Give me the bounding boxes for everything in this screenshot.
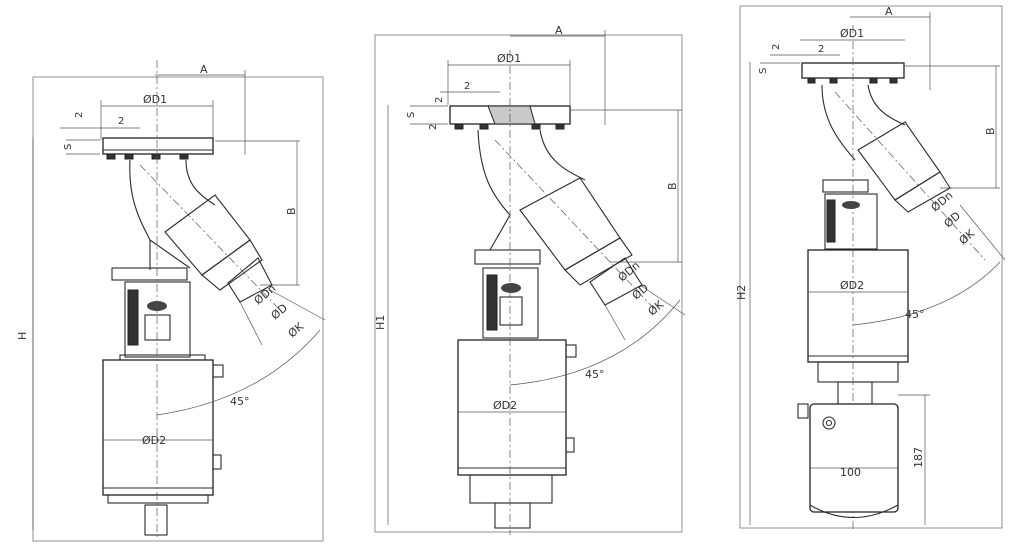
actuator-cylinder: [807, 249, 909, 363]
dim-d1-label: ØD1: [497, 52, 521, 65]
bottom-fitting: [144, 504, 168, 536]
dim-2-vertical-label: 2: [74, 112, 85, 118]
dim-100-label: 100: [840, 466, 861, 479]
dim-d2-label: ØD2: [840, 279, 864, 292]
dim-2-vertical-label: 2: [771, 44, 782, 50]
dim-187-label: 187: [912, 447, 925, 468]
dim-a-label: A: [885, 5, 893, 18]
dim-s-label: S: [758, 68, 769, 74]
dim-2-vertical-label: 2: [434, 97, 445, 103]
dim-d-label: ØD: [630, 281, 651, 302]
dim-d1-label: ØD1: [840, 27, 864, 40]
dim-d-label: ØD: [269, 301, 290, 322]
dim-h1-label: H1: [374, 315, 387, 330]
dim-b-label: B: [285, 207, 298, 215]
valve-body: [129, 159, 151, 270]
angled-outlet: [857, 121, 941, 201]
dim-d2-label: ØD2: [493, 399, 517, 412]
dim-s-label: S: [63, 144, 74, 150]
dim-s-label: S: [406, 112, 417, 118]
dim-a-label: A: [555, 24, 563, 37]
dim-2-label: 2: [118, 116, 124, 127]
dim-dn-label: ØDn: [929, 189, 956, 214]
dim-k-label: ØK: [286, 320, 307, 341]
valve-body: [477, 129, 511, 251]
view-3-frame: [739, 5, 1003, 529]
dim-b-label: B: [666, 182, 679, 190]
flange-section: [487, 105, 536, 125]
yoke-top: [474, 249, 541, 265]
yoke-top: [111, 267, 188, 281]
dim-d-label: ØD: [942, 209, 963, 230]
dim-2-label: 2: [464, 81, 470, 92]
dim-dn-label: ØDn: [252, 282, 279, 307]
dim-d2-label: ØD2: [142, 434, 166, 447]
valve-view-1: H A ØD1 2 2 S B: [16, 60, 326, 542]
angle-label: 45°: [585, 368, 605, 381]
yoke-top: [822, 179, 869, 193]
valve-body: [821, 84, 856, 161]
valve-view-3: H2 A ØD1 2 2 S B ØDn ØD ØK: [735, 5, 1006, 530]
angle-label: 45°: [905, 308, 925, 321]
view-2-frame: [374, 34, 683, 533]
top-flange: [102, 137, 214, 155]
dim-k-label: ØK: [957, 227, 978, 248]
actuator-cylinder: [102, 359, 214, 496]
control-head: [809, 403, 899, 513]
bottom-fitting: [494, 502, 531, 529]
dim-2-label: 2: [818, 44, 824, 55]
angle-label: 45°: [230, 395, 250, 408]
dim-a-label: A: [200, 63, 208, 76]
valve-view-2: H1 A ØD1 2 2 S 2 B ØDn: [374, 24, 686, 535]
dim-h2-label: H2: [735, 285, 748, 300]
actuator-cylinder: [457, 339, 567, 476]
dim-h-label: H: [16, 332, 29, 340]
dim-b-label: B: [984, 127, 997, 135]
dim-2-vertical-label-b: 2: [428, 124, 439, 130]
dim-d1-label: ØD1: [143, 93, 167, 106]
